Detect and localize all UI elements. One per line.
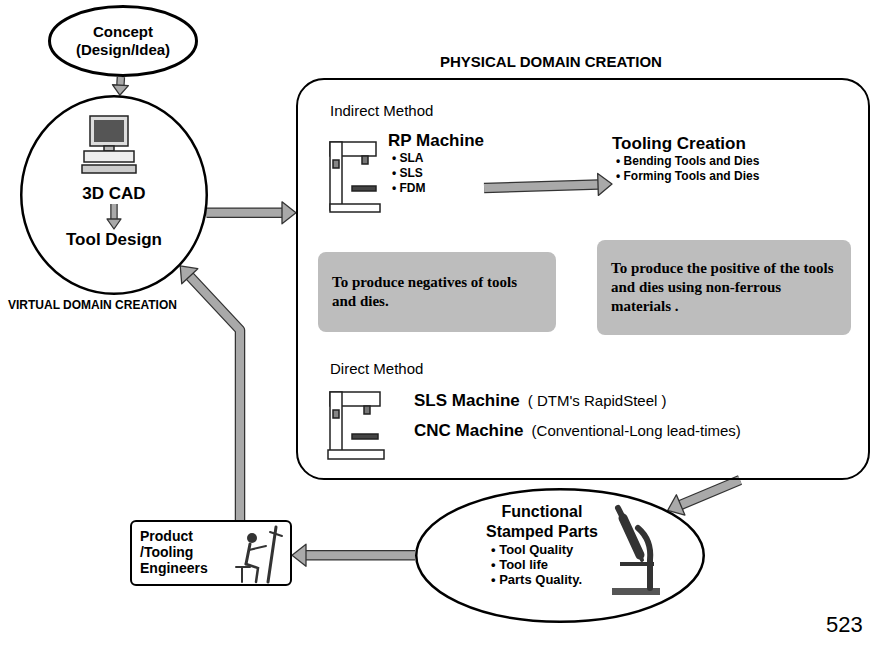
machine-line: SLS Machine ( DTM's RapidSteel ) bbox=[414, 390, 667, 411]
block-arrow bbox=[180, 266, 240, 520]
stamped-parts-ellipse: Functional Stamped Parts• Tool Quality• … bbox=[415, 488, 705, 623]
bullet-item: • Bending Tools and Dies bbox=[616, 154, 759, 169]
block-arrow bbox=[484, 173, 612, 195]
method-heading: Direct Method bbox=[330, 360, 874, 378]
bullet-item: • Parts Quality. bbox=[491, 572, 705, 587]
machine-line: CNC Machine (Conventional-Long lead-times… bbox=[414, 420, 741, 441]
note-box: To produce negatives of tools and dies. bbox=[318, 252, 556, 332]
note-box: To produce the positive of the tools and… bbox=[597, 240, 851, 335]
ellipse-border bbox=[21, 96, 207, 294]
arrow-head bbox=[180, 266, 198, 284]
arrow-head bbox=[282, 202, 296, 224]
bullet-item: • Tool life bbox=[491, 557, 705, 572]
block-arrow bbox=[107, 204, 121, 229]
arrow-shaft bbox=[305, 551, 415, 559]
domain-heading: VIRTUAL DOMAIN CREATION bbox=[8, 298, 196, 313]
block-arrow bbox=[292, 544, 415, 566]
concept-text: Concept (Design/Idea) bbox=[68, 23, 178, 59]
arrow-head bbox=[598, 173, 612, 195]
arrow-head bbox=[107, 219, 121, 229]
engineer-figure bbox=[236, 527, 282, 582]
rp-machine-box: RP Machine• SLA• SLS• FDM bbox=[388, 130, 484, 196]
sls-machine-icon bbox=[328, 392, 384, 459]
engineer-text: Product /Tooling Engineers bbox=[140, 528, 228, 576]
microscope-icon bbox=[612, 508, 660, 595]
machine-note: (Conventional-Long lead-times) bbox=[532, 420, 741, 441]
arrow-outline bbox=[207, 208, 283, 219]
machine-name: CNC Machine bbox=[414, 420, 524, 441]
page-number: 523 bbox=[826, 612, 863, 638]
arrow-head bbox=[112, 85, 128, 95]
engineer-box: Product /Tooling Engineers bbox=[130, 520, 292, 586]
note-text: To produce negatives of tools and dies. bbox=[332, 273, 542, 311]
bullet-item: • Forming Tools and Dies bbox=[616, 169, 759, 184]
domain-heading: PHYSICAL DOMAIN CREATION bbox=[440, 53, 874, 71]
arrow-shaft bbox=[111, 204, 116, 220]
ellipse-heading: Functional Stamped Parts bbox=[475, 502, 609, 542]
rp-machine-icon bbox=[330, 142, 380, 212]
machine-name: SLS Machine bbox=[414, 390, 520, 411]
arrow-outline bbox=[680, 480, 740, 505]
ellipse-border bbox=[50, 7, 197, 76]
block-arrow bbox=[668, 480, 740, 515]
computer-icon bbox=[82, 116, 136, 173]
block-arrow bbox=[112, 77, 128, 95]
virtual-domain-ellipse: VIRTUAL DOMAIN CREATION3D CADTool Design bbox=[20, 95, 208, 295]
box-heading: RP Machine bbox=[388, 130, 484, 151]
machine-note: ( DTM's RapidSteel ) bbox=[528, 390, 667, 411]
box-heading: Tooling Creation bbox=[612, 133, 759, 154]
bullet-item: • Tool Quality bbox=[491, 542, 705, 557]
cad-label: 3D CAD bbox=[82, 183, 145, 204]
arrow-outline bbox=[484, 184, 599, 188]
arrow-shaft bbox=[189, 275, 240, 520]
arrow-head bbox=[292, 544, 306, 566]
concept-ellipse: Concept (Design/Idea) bbox=[48, 5, 198, 77]
arrow-outline bbox=[305, 550, 415, 561]
arrow-shaft bbox=[207, 209, 283, 217]
arrow-shaft bbox=[680, 480, 740, 505]
note-text: To produce the positive of the tools and… bbox=[611, 259, 837, 316]
bullet-item: • FDM bbox=[392, 181, 484, 196]
tooling-box: Tooling Creation• Bending Tools and Dies… bbox=[612, 133, 759, 184]
bullet-item: • SLA bbox=[392, 151, 484, 166]
block-arrow bbox=[207, 202, 296, 224]
physical-domain-panel: PHYSICAL DOMAIN CREATIONIndirect MethodD… bbox=[296, 78, 870, 480]
arrow-shaft bbox=[484, 184, 599, 188]
method-heading: Indirect Method bbox=[330, 102, 874, 120]
arrow-outline bbox=[189, 275, 240, 520]
box-heading: Tool Design bbox=[66, 229, 162, 250]
bullet-item: • SLS bbox=[392, 166, 484, 181]
arrow-outline bbox=[110, 204, 118, 220]
box-heading: 3D CAD bbox=[82, 183, 145, 204]
tool-design-label: Tool Design bbox=[66, 229, 162, 250]
